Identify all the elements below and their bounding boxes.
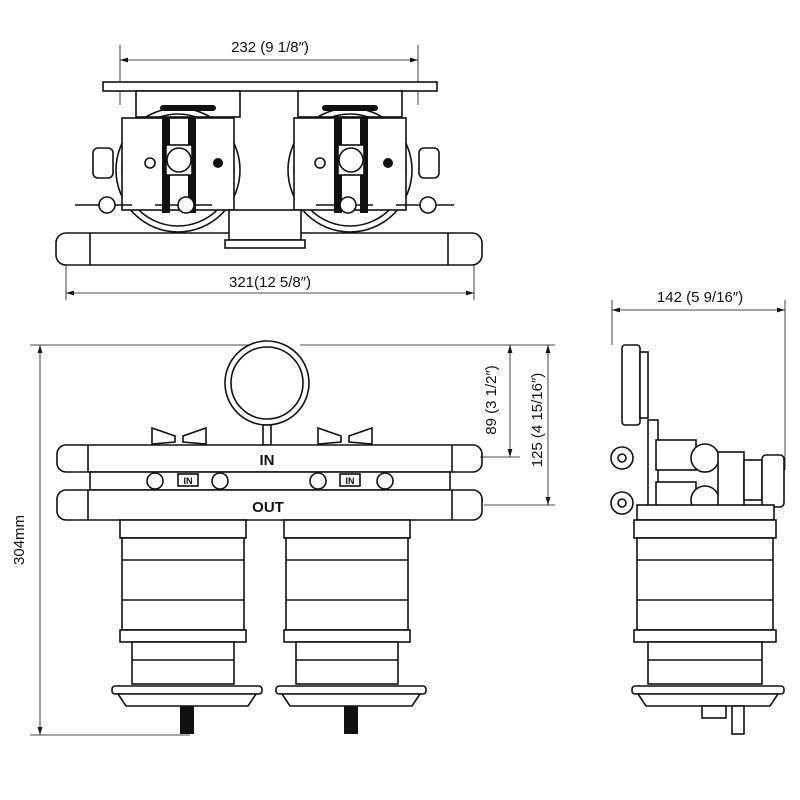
side-view (610, 300, 786, 735)
side-gauge (621, 344, 641, 426)
filter-canister-left (111, 519, 263, 734)
out-manifold-bar (56, 489, 483, 521)
front-view (30, 340, 555, 736)
out-label: OUT (252, 499, 284, 516)
dimension-232: 232 (9 1/8″) (231, 39, 309, 56)
valve-in-label-left: IN (184, 476, 193, 486)
valve-in-label-right: IN (346, 476, 355, 486)
dimension-89: 89 (3 1/2″) (483, 365, 500, 435)
dimension-142: 142 (5 9/16″) (657, 289, 743, 306)
pressure-gauge (224, 340, 310, 426)
filter-canister-right (275, 519, 427, 734)
top-view (55, 45, 483, 300)
top-valves (75, 147, 454, 214)
dimension-125: 125 (4 15/16″) (529, 373, 546, 468)
in-label: IN (260, 452, 275, 469)
dimension-321: 321(12 5/8″) (229, 274, 311, 291)
dimension-304: 304mm (11, 515, 28, 565)
